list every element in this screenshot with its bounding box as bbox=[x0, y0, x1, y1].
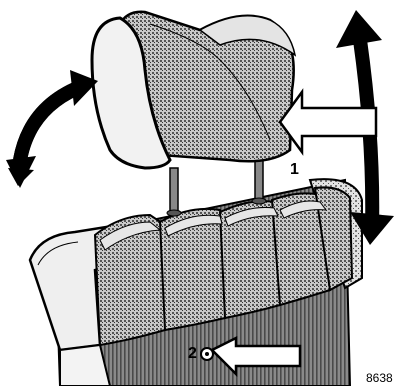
callout-2: 2 bbox=[188, 345, 197, 362]
figure-number: 8638 bbox=[366, 371, 393, 385]
callout-1: 1 bbox=[290, 161, 299, 178]
headrest bbox=[92, 12, 295, 168]
curved-double-arrow-icon bbox=[6, 70, 98, 188]
